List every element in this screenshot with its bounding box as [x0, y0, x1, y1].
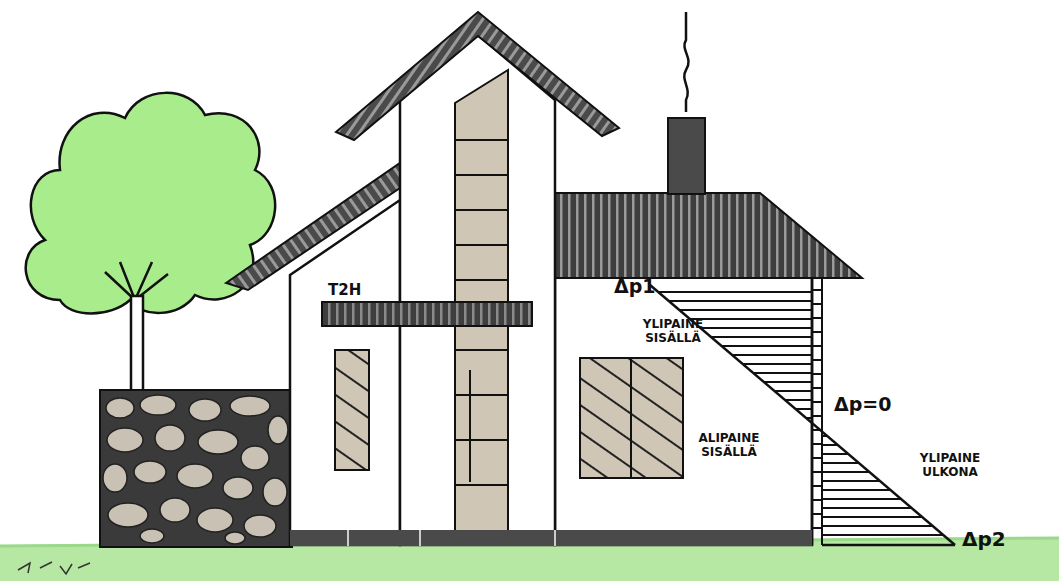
wall-tick: [812, 289, 822, 291]
hatch-line: [822, 480, 880, 482]
hatch-line: [743, 363, 812, 365]
wall-tick: [812, 387, 822, 389]
wall-tick: [812, 303, 822, 305]
hatch-line: [822, 525, 933, 527]
hatch-line: [658, 291, 812, 293]
hatch-line: [700, 327, 812, 329]
wall-tick: [812, 457, 822, 459]
house-plinth: [290, 530, 812, 546]
pressure-value: Δp2: [962, 528, 1042, 551]
stone-wall: [100, 390, 292, 547]
hatch-line: [669, 300, 812, 302]
wall-tick: [812, 471, 822, 473]
wall-tick: [812, 359, 822, 361]
hatch-line: [753, 372, 812, 374]
wall-tick: [812, 499, 822, 501]
hatch-line: [732, 354, 812, 356]
hatch-line: [822, 507, 912, 509]
hatch-line: [722, 345, 812, 347]
hatch-line: [764, 381, 812, 383]
wall-tick: [812, 345, 822, 347]
plinth-joints: [348, 530, 555, 546]
wall-tick: [812, 443, 822, 445]
pressure-note: YLIPAINE ULKONA: [905, 452, 995, 480]
hatch-line: [774, 390, 812, 392]
pressure-value: Δp=0: [834, 394, 924, 416]
hatch-line: [822, 462, 859, 464]
pressure-note: YLIPAINE SISÄLLÄ: [628, 318, 718, 346]
hatch-line: [822, 516, 922, 518]
wall-tick: [812, 485, 822, 487]
hatch-line: [822, 534, 943, 536]
wall-tick: [812, 401, 822, 403]
tree: [26, 93, 275, 392]
pressure-value: Δp1: [614, 276, 674, 298]
pressure-note: ALIPAINE SISÄLLÄ: [684, 432, 774, 460]
left-wing: [226, 163, 400, 545]
hatch-line: [822, 453, 848, 455]
level-label: T2H: [328, 282, 388, 299]
wall-tick: [812, 317, 822, 319]
hatch-line: [679, 309, 812, 311]
wall-tick: [812, 513, 822, 515]
wall-tick: [812, 331, 822, 333]
tower: [322, 12, 619, 545]
wall-tick: [812, 527, 822, 529]
ground-marks: [18, 562, 90, 574]
wall-tick: [812, 415, 822, 417]
hatch-line: [822, 498, 901, 500]
hatch-line: [822, 471, 869, 473]
hatch-line: [711, 336, 812, 338]
hatch-line: [822, 489, 890, 491]
hatch-line: [690, 318, 812, 320]
pressure-baseline: [822, 544, 955, 547]
hatch-line: [785, 399, 812, 401]
wall-tick: [812, 373, 822, 375]
right-wing: [555, 12, 862, 545]
